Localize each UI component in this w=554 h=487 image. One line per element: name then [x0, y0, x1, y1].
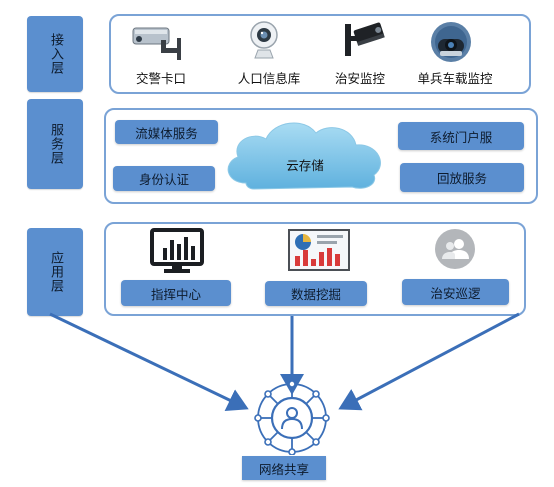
layer-tab-access-label: 接入层 — [48, 33, 63, 75]
access-label-security: 治安监控 — [334, 71, 385, 86]
playback-service-label: 回放服务 — [436, 171, 487, 186]
streaming-service-pill: 流媒体服务 — [115, 120, 218, 144]
data-mining-pill: 数据挖掘 — [265, 281, 367, 306]
portal-service-label: 系统门户服 — [429, 129, 493, 145]
cloud-storage-icon — [218, 113, 392, 197]
identity-auth-pill: 身份认证 — [113, 166, 215, 191]
network-share-icon — [251, 380, 333, 456]
command-center-pill: 指挥中心 — [121, 280, 231, 306]
arrow-command-to-network — [49, 312, 249, 412]
layer-tab-access: 接入层 — [27, 16, 83, 92]
arrow-patrol-to-network — [338, 312, 520, 411]
user-group-icon — [434, 228, 476, 270]
access-label-traffic: 交警卡口 — [135, 71, 186, 86]
security-patrol-label: 治安巡逻 — [430, 285, 481, 301]
analytics-board-icon — [287, 228, 351, 274]
network-share-pill: 网络共享 — [242, 456, 326, 480]
layer-tab-service: 服务层 — [27, 99, 83, 189]
cloud-storage-label: 云存储 — [286, 158, 324, 173]
webcam-icon — [249, 20, 279, 62]
monitor-chart-icon — [150, 228, 204, 274]
layer-tab-application-label: 应用层 — [48, 251, 63, 293]
access-label-mobile: 单兵车载监控 — [417, 71, 493, 86]
network-share-label: 网络共享 — [258, 461, 309, 477]
data-mining-label: 数据挖掘 — [290, 287, 341, 302]
traffic-camera-icon — [131, 22, 185, 62]
dome-camera-icon — [430, 21, 472, 63]
identity-auth-label: 身份认证 — [138, 172, 189, 187]
security-patrol-pill: 治安巡逻 — [402, 279, 509, 305]
playback-service-pill: 回放服务 — [400, 163, 524, 192]
layer-tab-application: 应用层 — [27, 228, 83, 316]
portal-service-pill: 系统门户服 — [398, 122, 524, 150]
command-center-label: 指挥中心 — [150, 286, 201, 302]
layer-tab-service-label: 服务层 — [48, 123, 63, 165]
cctv-camera-icon — [343, 20, 385, 60]
streaming-service-label: 流媒体服务 — [135, 125, 198, 141]
access-label-population: 人口信息库 — [237, 71, 301, 86]
